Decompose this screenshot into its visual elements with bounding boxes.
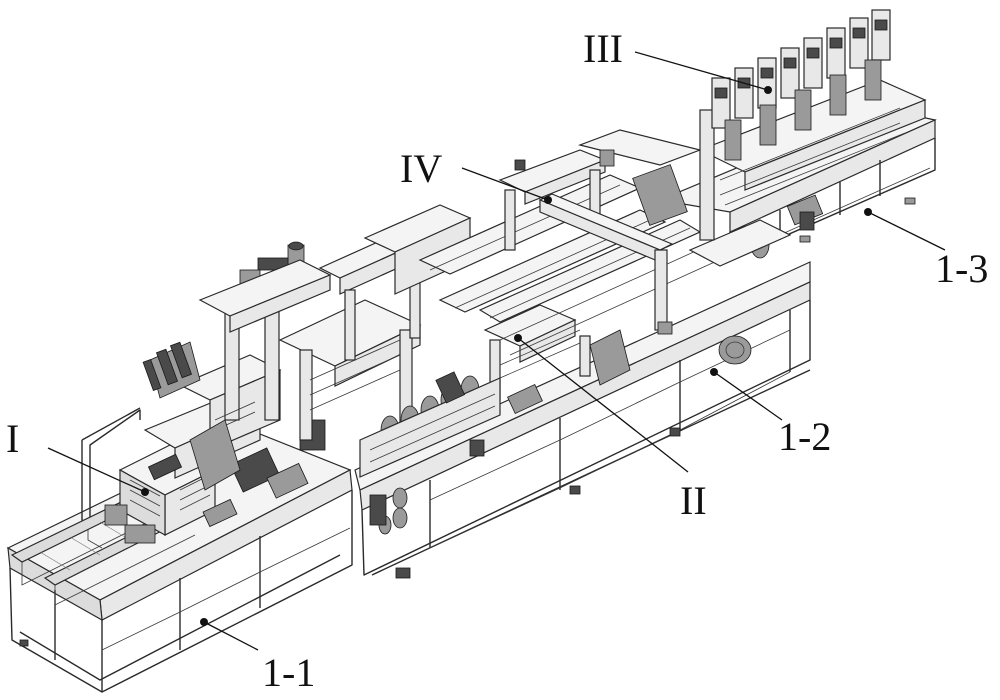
motor-icon xyxy=(718,335,752,365)
station-ii-cluster xyxy=(278,204,631,535)
station-iv-rails xyxy=(418,129,792,356)
callout-line-iii xyxy=(634,51,769,91)
callout-dot-iv xyxy=(544,196,552,204)
callout-dot-1-2 xyxy=(710,368,718,376)
callout-dot-ii xyxy=(514,334,522,342)
callout-dot-1-3 xyxy=(864,208,872,216)
label-i: I xyxy=(6,416,19,461)
label-1-1: 1-1 xyxy=(262,650,315,695)
label-ii: II xyxy=(680,478,707,523)
callout-line-i xyxy=(47,447,146,493)
label-iii: III xyxy=(583,26,623,71)
label-iv: IV xyxy=(400,146,442,191)
callout-line-1-1 xyxy=(203,621,259,651)
labels: III IV 1-3 1-2 II I 1-1 xyxy=(6,26,988,695)
callout-line-ii xyxy=(517,337,689,473)
label-1-2: 1-2 xyxy=(778,414,831,459)
callout-line-1-2 xyxy=(713,371,783,421)
station-i-cluster xyxy=(104,241,332,544)
callout-line-iv xyxy=(461,167,549,201)
callout-line-1-3 xyxy=(867,211,946,251)
station-iii-heads xyxy=(711,9,891,161)
callouts xyxy=(47,51,946,651)
label-1-3: 1-3 xyxy=(935,246,988,291)
station-iii-cluster xyxy=(698,9,927,241)
callout-dot-1-1 xyxy=(200,618,208,626)
callout-dot-iii xyxy=(764,86,772,94)
frame-1-2-lower xyxy=(361,300,811,576)
callout-dot-i xyxy=(141,488,149,496)
